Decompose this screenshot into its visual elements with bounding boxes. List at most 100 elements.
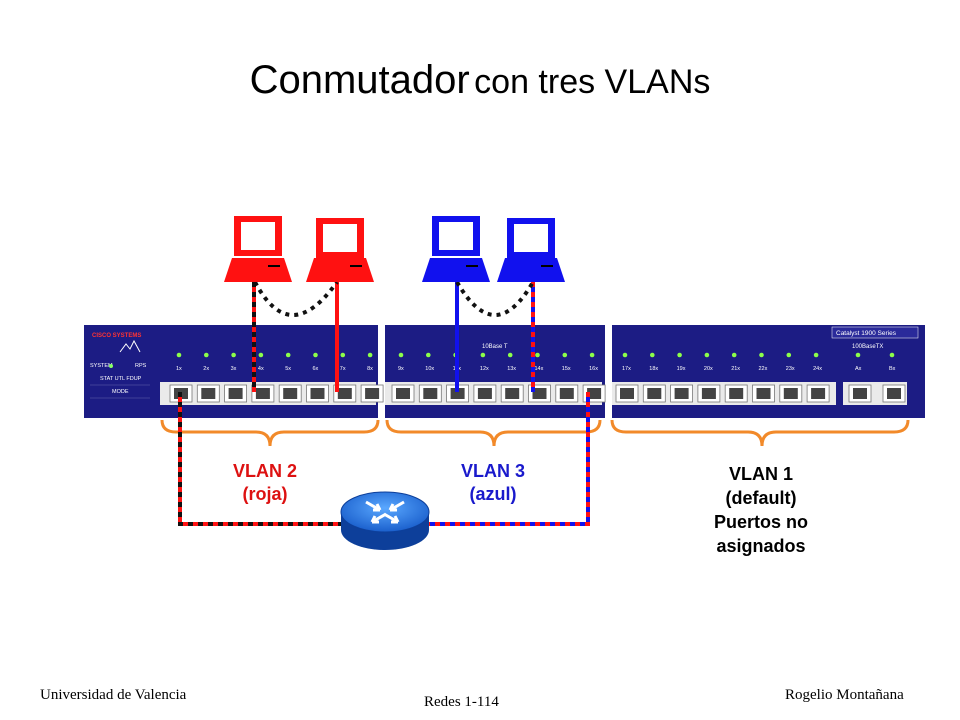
port-led: [889, 352, 895, 358]
label-100basetx: 100BaseTX: [852, 344, 883, 350]
port-label: 3x: [231, 366, 237, 372]
computers: [224, 216, 565, 282]
vlan3-label: VLAN 3 (azul): [433, 460, 553, 506]
port-led: [398, 352, 404, 358]
port-jack: [701, 388, 716, 399]
port-label: 16x: [589, 366, 598, 372]
port-led: [340, 352, 346, 358]
port-led: [313, 352, 318, 358]
panel-mode-label: MODE: [112, 389, 129, 395]
port-jack: [310, 388, 325, 399]
port-label: 1x: [176, 366, 182, 372]
footer-center: Redes 1-114: [424, 694, 499, 710]
title-main: Conmutador: [249, 58, 470, 102]
port-label: 23x: [786, 366, 795, 372]
port-jack: [532, 388, 547, 399]
port-label: Ax: [855, 366, 862, 372]
vlan1-line4: asignados: [716, 536, 806, 556]
cisco-logo-icon: [119, 339, 141, 353]
switch-ports: 1x2x3x4x5x6x7x8x9x10x11x12x13x14x15x16x1…: [160, 352, 907, 405]
port-led: [426, 352, 431, 358]
bracket-vlan1: [610, 419, 910, 447]
port-led: [855, 352, 861, 358]
port-jack: [559, 388, 574, 399]
port-label: 10x: [425, 366, 434, 372]
footer-right: Rogelio Montañana: [785, 687, 904, 703]
port-label: 2x: [203, 366, 209, 372]
port-jack: [396, 388, 410, 399]
port-led: [535, 352, 540, 358]
port-label: 9x: [398, 366, 404, 372]
bracket-vlan2: [160, 419, 380, 447]
computer-cables: [252, 262, 535, 392]
port-label: 8x: [367, 366, 373, 372]
footer-left: Universidad de Valencia: [40, 687, 187, 703]
port-led: [677, 352, 682, 358]
port-led: [176, 352, 182, 358]
port-jack: [729, 388, 744, 399]
vlan2-name: VLAN 2: [232, 461, 297, 481]
computer-icon: [422, 216, 490, 282]
port-jack: [255, 388, 270, 399]
port-jack: [337, 388, 352, 399]
switch-model: Catalyst 1900 Series: [836, 330, 897, 337]
port-label: 14x: [535, 366, 544, 372]
port-led: [231, 352, 236, 358]
port-jack: [228, 388, 243, 399]
vlan1-line2: (default): [725, 488, 797, 508]
port-jack: [283, 388, 298, 399]
router-arrows-icon: [365, 500, 405, 524]
port-jack: [365, 388, 380, 399]
port-led: [507, 352, 513, 358]
port-jack: [423, 388, 438, 399]
port-jack: [477, 388, 492, 399]
port-jack: [201, 388, 216, 399]
port-label: 5x: [285, 366, 291, 372]
port-led: [650, 352, 655, 358]
port-led: [731, 352, 737, 358]
vlan1-line3: Puertos no: [713, 512, 808, 532]
port-jack: [587, 388, 602, 399]
port-led: [786, 352, 792, 358]
port-label: 20x: [704, 366, 713, 372]
port-led: [622, 352, 628, 358]
port-led: [204, 352, 209, 358]
port-jack: [450, 388, 465, 399]
port-label: 13x: [507, 366, 516, 372]
port-jack: [853, 388, 867, 399]
computer-icon: [497, 218, 565, 282]
port-label: 15x: [562, 366, 571, 372]
port-jack: [505, 388, 520, 399]
port-led: [813, 352, 819, 358]
trunk-links: [178, 392, 590, 526]
panel-stat-label: STAT UTL FDUP: [100, 376, 142, 382]
title-rest: con tres VLANs: [474, 63, 711, 101]
port-led: [285, 352, 291, 358]
vlan2-label: VLAN 2 (roja): [205, 460, 325, 506]
port-label: 22x: [759, 366, 768, 372]
port-jack: [620, 388, 634, 399]
port-led: [480, 352, 486, 358]
computer-icon: [306, 218, 374, 282]
vlan3-desc: (azul): [469, 484, 517, 504]
port-label: Bx: [889, 366, 896, 372]
port-label: 7x: [340, 366, 346, 372]
port-label: 6x: [313, 366, 319, 372]
panel-rps-label: RPS: [135, 363, 147, 369]
bracket-vlan3: [385, 419, 602, 447]
port-label: 21x: [731, 366, 740, 372]
port-led: [704, 352, 710, 358]
switch: CISCO SYSTEMS SYSTEM RPS STAT UTL FDUP M…: [84, 325, 925, 418]
port-jack: [887, 388, 901, 399]
panel-system-label: SYSTEM: [90, 363, 113, 369]
port-jack: [756, 388, 771, 399]
switch-brand: CISCO SYSTEMS: [92, 333, 141, 339]
port-led: [258, 352, 264, 358]
vlan2-desc: (roja): [242, 484, 288, 504]
port-led: [589, 352, 595, 358]
vlan3-name: VLAN 3: [460, 461, 525, 481]
router: [340, 491, 430, 550]
port-jack: [647, 388, 662, 399]
vlan1-name: VLAN 1: [728, 464, 793, 484]
